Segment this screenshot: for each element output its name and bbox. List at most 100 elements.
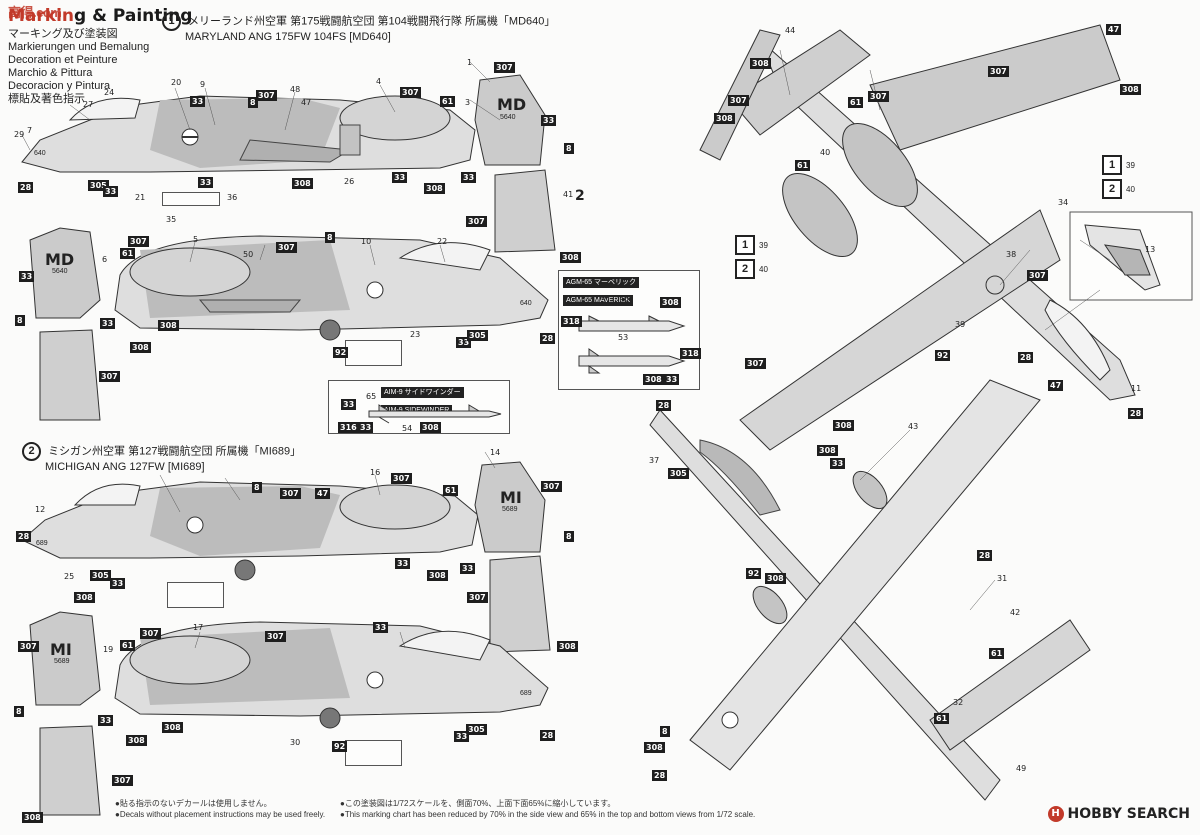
part-53: 53	[618, 333, 629, 342]
tag-307: 307	[18, 641, 39, 652]
fin-2-lower	[39, 725, 101, 816]
nose-number-1a: 640	[34, 150, 46, 157]
part-7: 7	[27, 126, 33, 135]
tag-307: 307	[466, 216, 487, 227]
part-42: 42	[1010, 608, 1021, 617]
tag-308: 308	[162, 722, 183, 733]
nose-number-2a: 689	[36, 540, 48, 547]
tag-33: 33	[392, 172, 408, 183]
tag-318: 318	[680, 348, 701, 359]
part-10: 10	[361, 237, 372, 246]
tag-305: 305	[90, 570, 111, 581]
part-26: 26	[344, 177, 355, 186]
section-2-number: 2	[22, 442, 41, 461]
part-16: 16	[370, 468, 381, 477]
tag-307: 307	[988, 66, 1009, 77]
tag-308: 308	[420, 422, 441, 433]
tag-92: 92	[332, 741, 348, 752]
part-20: 20	[171, 78, 182, 87]
part-31: 31	[997, 574, 1008, 583]
tag-307: 307	[280, 488, 301, 499]
tag-92: 92	[746, 568, 762, 579]
tail-code-2b: MI	[50, 640, 72, 659]
lang-fr: Decoration et Peinture	[8, 54, 118, 66]
nose-number-1b: 640	[520, 300, 532, 307]
tail-code-1b: MD	[45, 250, 75, 269]
fin-1-lower	[39, 329, 101, 421]
part-11: 11	[1131, 384, 1142, 393]
tail-serial-1a: 5640	[500, 114, 516, 121]
subtitle-jp: マーキング及び塗装図	[8, 28, 118, 40]
tag-308: 308	[833, 420, 854, 431]
part-23: 23	[410, 330, 421, 339]
legend-mid-code-1: 39	[759, 240, 768, 250]
tag-33: 33	[664, 374, 680, 385]
tag-61: 61	[120, 640, 136, 651]
part-9: 9	[200, 80, 206, 89]
tag-8: 8	[14, 706, 24, 717]
language-list: マーキング及び塗装図 Markierungen und Bemalung Dec…	[8, 28, 149, 106]
tag-308: 308	[427, 570, 448, 581]
fin-1-right	[494, 169, 556, 253]
tag-8: 8	[15, 315, 25, 326]
footer-notes-left: ●貼る指示のないデカールは使用しません。 ●Decals without pla…	[115, 798, 325, 820]
tag-33: 33	[830, 458, 846, 469]
tag-33: 33	[461, 172, 477, 183]
tag-307: 307	[276, 242, 297, 253]
part-51: 51	[601, 296, 612, 305]
legend-code-2: 40	[1126, 184, 1135, 194]
tag-308: 308	[817, 445, 838, 456]
tag-8: 8	[325, 232, 335, 243]
tag-92: 92	[935, 350, 951, 361]
part-35: 35	[166, 215, 177, 224]
tag-33: 33	[198, 177, 214, 188]
tag-33: 33	[541, 115, 557, 126]
tag-61: 61	[989, 648, 1005, 659]
tag-47: 47	[1106, 24, 1122, 35]
part-41: 41	[563, 190, 574, 199]
lang-zh: 標貼及著色指示	[8, 93, 85, 105]
tag-316: 316	[338, 422, 359, 433]
tag-308: 308	[660, 297, 681, 308]
tail-code-1a: MD	[497, 95, 527, 114]
section-1-title-jp: メリーランド州空軍 第175戦闘航空団 第104戦闘飛行隊 所属機「MD640」	[188, 15, 556, 28]
agm65-box: AGM-65 マーベリック AGM-65 MAVERICK	[558, 270, 700, 390]
agm65-drawing	[578, 315, 686, 374]
tag-307: 307	[128, 236, 149, 247]
legend-icon-2: 2	[1102, 179, 1122, 199]
part-29: 29	[14, 130, 25, 139]
tag-33: 33	[373, 622, 389, 633]
part-43: 43	[908, 422, 919, 431]
tag-308: 308	[557, 641, 578, 652]
tail-serial-1b: 5640	[52, 268, 68, 275]
tag-308: 308	[560, 252, 581, 263]
tag-305: 305	[88, 180, 109, 191]
part-47: 47	[301, 98, 312, 107]
tag-61: 61	[443, 485, 459, 496]
tag-28: 28	[1018, 352, 1034, 363]
part-3: 3	[465, 98, 471, 107]
tag-307: 307	[494, 62, 515, 73]
hobby-search-icon: H	[1047, 806, 1064, 822]
tag-47: 47	[1048, 380, 1064, 391]
part-25: 25	[64, 572, 75, 581]
tag-8: 8	[248, 97, 258, 108]
tag-33: 33	[460, 563, 476, 574]
part-48: 48	[290, 85, 301, 94]
part-12: 12	[35, 505, 46, 514]
tag-33: 33	[98, 715, 114, 726]
agm65-label-en: AGM-65 MAVERICK	[563, 295, 634, 306]
tag-33: 33	[100, 318, 116, 329]
note-left-jp: ●貼る指示のないデカールは使用しません。	[115, 799, 272, 808]
tag-308: 308	[750, 58, 771, 69]
side-view-1-right	[29, 227, 549, 341]
part-2: 2	[575, 188, 585, 204]
part-14: 14	[490, 448, 501, 457]
legend-icon-1: 1	[1102, 155, 1122, 175]
part-37: 37	[649, 456, 660, 465]
footer-notes-right: ●この塗装図は1/72スケールを、側面70%、上面下面65%に縮小しています。 …	[340, 798, 755, 820]
note-right-en: ●This marking chart has been reduced by …	[340, 810, 756, 819]
